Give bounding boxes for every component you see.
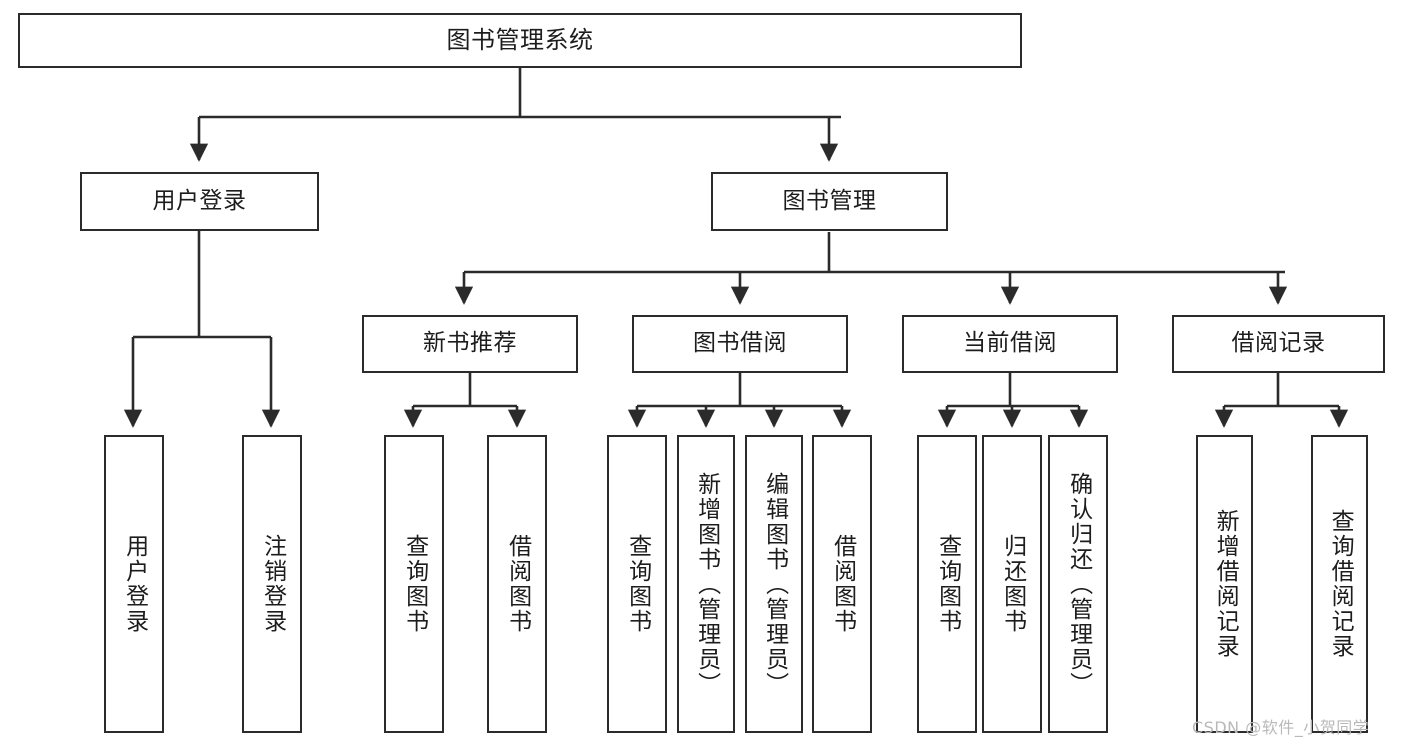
node-book-borrow[interactable]: 图书借阅 <box>632 315 848 373</box>
node-label: 新增图书（管理员） <box>693 471 720 697</box>
leaf-user-login[interactable]: 用户登录 <box>104 435 164 733</box>
leaf-query-book-borrow[interactable]: 查询图书 <box>607 435 667 733</box>
watermark-text: CSDN @软件_小贺同学 <box>1192 718 1370 737</box>
node-label: 图书借阅 <box>693 330 787 357</box>
node-label: 新书推荐 <box>423 330 517 357</box>
leaf-confirm-return-admin[interactable]: 确认归还（管理员） <box>1048 435 1108 733</box>
leaf-query-book-recommend[interactable]: 查询图书 <box>384 435 444 733</box>
node-label: 查询图书 <box>934 534 961 634</box>
node-label: 当前借阅 <box>963 330 1057 357</box>
node-current-borrow[interactable]: 当前借阅 <box>902 315 1118 373</box>
leaf-user-logout[interactable]: 注销登录 <box>242 435 302 733</box>
leaf-edit-book-admin[interactable]: 编辑图书（管理员） <box>745 435 803 733</box>
node-label: 查询借阅记录 <box>1327 509 1354 659</box>
node-book-management[interactable]: 图书管理 <box>711 172 948 231</box>
node-label: 新增借阅记录 <box>1212 509 1239 659</box>
node-label: 用户登录 <box>121 534 148 634</box>
leaf-borrow-book-recommend[interactable]: 借阅图书 <box>487 435 547 733</box>
node-label: 查询图书 <box>624 534 651 634</box>
node-user-login[interactable]: 用户登录 <box>80 172 319 231</box>
node-new-book-recommend[interactable]: 新书推荐 <box>362 315 578 373</box>
leaf-query-book-current[interactable]: 查询图书 <box>917 435 977 733</box>
leaf-query-borrow-record[interactable]: 查询借阅记录 <box>1311 435 1368 733</box>
node-label: 图书管理 <box>782 187 877 214</box>
leaf-add-borrow-record[interactable]: 新增借阅记录 <box>1196 435 1253 733</box>
node-label: 查询图书 <box>401 534 428 634</box>
node-label: 借阅图书 <box>829 534 856 634</box>
leaf-add-book-admin[interactable]: 新增图书（管理员） <box>677 435 735 733</box>
node-label: 用户登录 <box>152 187 247 214</box>
node-label: 归还图书 <box>999 534 1026 634</box>
node-label: 注销登录 <box>259 534 286 634</box>
node-borrow-record[interactable]: 借阅记录 <box>1172 315 1385 373</box>
node-label: 借阅记录 <box>1231 330 1326 357</box>
node-label: 图书管理系统 <box>446 26 594 55</box>
node-label: 借阅图书 <box>504 534 531 634</box>
node-root-system[interactable]: 图书管理系统 <box>18 13 1022 68</box>
leaf-return-book[interactable]: 归还图书 <box>982 435 1042 733</box>
node-label: 确认归还（管理员） <box>1065 471 1092 697</box>
node-label: 编辑图书（管理员） <box>761 471 788 697</box>
leaf-borrow-book[interactable]: 借阅图书 <box>812 435 872 733</box>
